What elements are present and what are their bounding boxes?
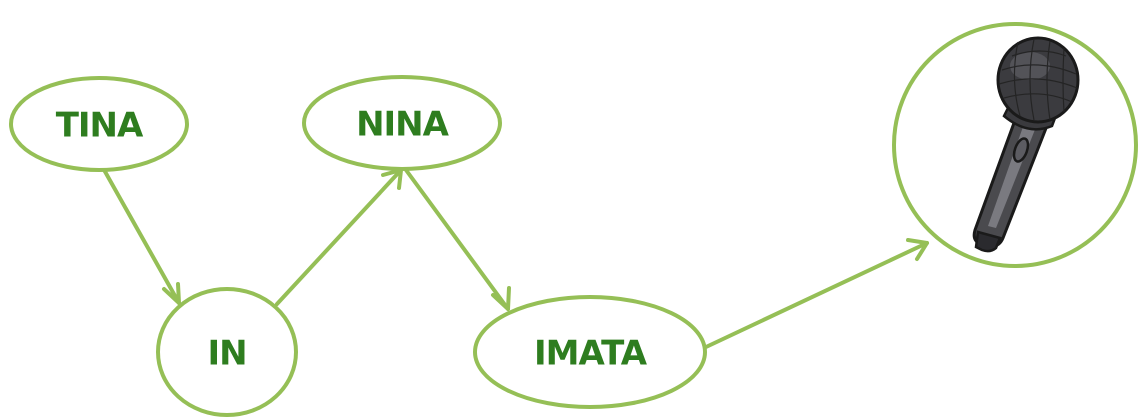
microphone-icon bbox=[972, 36, 1080, 253]
edge-imata-to-microphone bbox=[704, 238, 929, 349]
node-in: IN bbox=[156, 287, 298, 417]
edge-nina-to-imata bbox=[404, 168, 511, 311]
node-nina: NINA bbox=[302, 75, 502, 171]
node-imata: IMATA bbox=[473, 295, 707, 409]
node-label-imata: IMATA bbox=[534, 334, 648, 374]
edge-tina-to-in bbox=[101, 166, 181, 305]
edge-in-to-nina bbox=[275, 168, 403, 306]
node-label-in: IN bbox=[207, 334, 246, 374]
node-tina: TINA bbox=[9, 76, 189, 172]
node-label-nina: NINA bbox=[356, 105, 450, 145]
node-label-tina: TINA bbox=[56, 106, 144, 146]
node-microphone bbox=[892, 22, 1138, 268]
